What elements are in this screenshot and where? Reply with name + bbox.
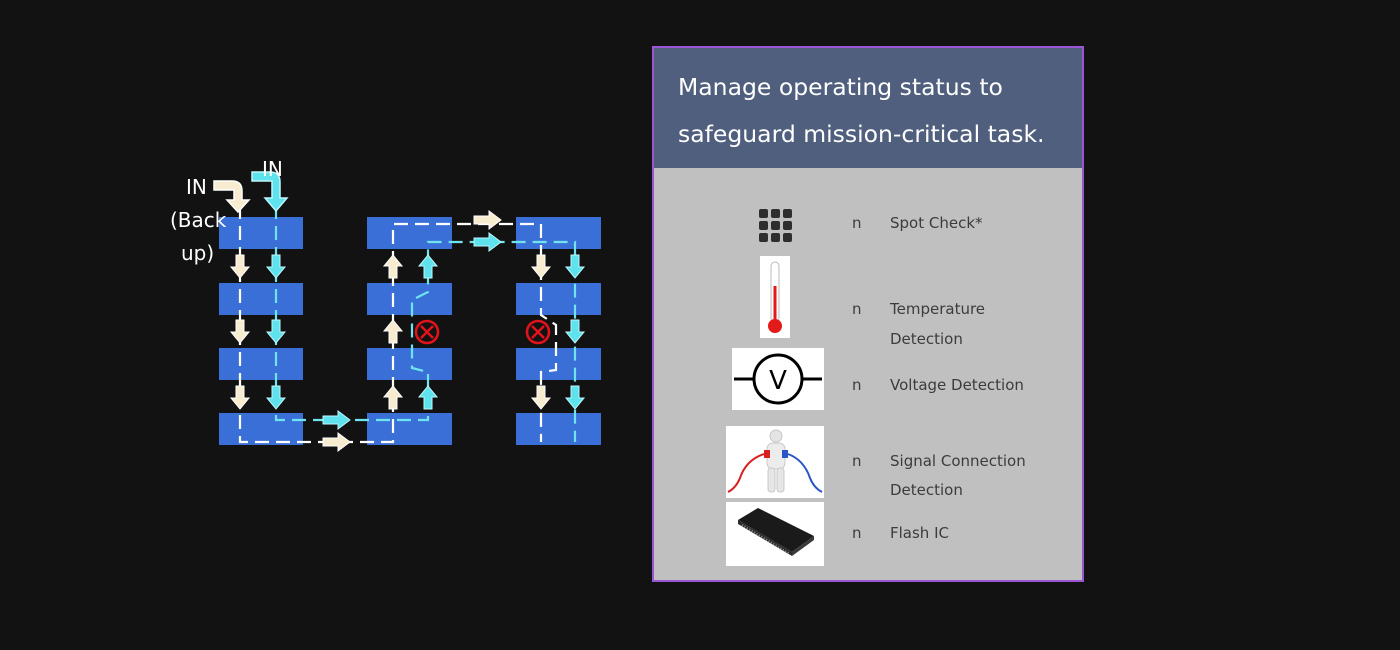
up-arrow (382, 254, 404, 279)
feature-item-spot-check: n Spot Check* (654, 208, 1082, 252)
module-block (516, 217, 601, 249)
feature-label: Voltage Detection (890, 376, 1024, 394)
up-arrow (382, 319, 404, 344)
down-arrow (564, 385, 586, 410)
feature-bullet: n (852, 300, 862, 318)
primary-input-arrow (251, 171, 289, 213)
up-arrow (417, 385, 439, 410)
feature-label: Detection (890, 330, 963, 348)
feature-item-temperature: n Temperature Detection (654, 256, 1082, 348)
down-arrow (229, 385, 251, 410)
down-arrow (564, 319, 586, 344)
feature-label: Flash IC (890, 524, 949, 542)
feature-item-signal-connection: n Signal Connection Detection (654, 426, 1082, 499)
right-arrow (473, 232, 502, 252)
module-block (219, 413, 303, 445)
down-arrow (530, 385, 552, 410)
panel-title-line: Manage operating status to (678, 73, 1003, 101)
feature-item-voltage: V n Voltage Detection (654, 348, 1082, 410)
panel-title-line: safeguard mission-critical task. (678, 120, 1045, 148)
down-arrow (265, 319, 287, 344)
down-arrow (265, 385, 287, 410)
down-arrow (265, 254, 287, 279)
module-block (516, 348, 601, 380)
module-block (219, 283, 303, 315)
right-arrow (322, 432, 351, 452)
module-block (367, 348, 452, 380)
feature-label: Detection (890, 481, 963, 499)
module-block (367, 217, 452, 249)
feature-bullet: n (852, 452, 862, 470)
down-arrow (530, 254, 552, 279)
module-blocks (219, 217, 601, 445)
feature-label: Spot Check* (890, 214, 983, 232)
right-arrow (473, 210, 502, 230)
module-block (219, 217, 303, 249)
panel-title: Manage operating status to safeguard mis… (678, 64, 1058, 158)
input-primary-label: IN (262, 157, 283, 181)
module-block (219, 348, 303, 380)
signal-connection-figure-icon (726, 426, 824, 498)
feature-panel: Manage operating status to safeguard mis… (652, 46, 1084, 582)
feature-bullet: n (852, 214, 862, 232)
down-arrow (229, 319, 251, 344)
module-block (516, 413, 601, 445)
panel-header: Manage operating status to safeguard mis… (654, 48, 1082, 168)
thermometer-icon (760, 256, 790, 338)
down-arrow (229, 254, 251, 279)
keypad-grid-icon (759, 209, 792, 242)
feature-item-flash-ic: n Flash IC (654, 502, 1082, 566)
feature-bullet: n (852, 376, 862, 394)
input-backup-label: (Back (170, 208, 227, 232)
backup-input-arrow (213, 180, 251, 214)
flash-ic-chip-icon (726, 502, 824, 566)
voltmeter-icon: V (732, 348, 824, 410)
right-arrow (322, 410, 351, 430)
svg-text:V: V (769, 366, 787, 396)
feature-label: Temperature (890, 300, 986, 318)
fault-marker-icon (414, 319, 440, 345)
input-backup-label: IN (186, 175, 207, 199)
fault-marker-icon (525, 319, 551, 345)
feature-label: Signal Connection (890, 452, 1026, 470)
up-arrow (382, 385, 404, 410)
redundancy-path-diagram: IN (Back up) IN (170, 157, 601, 452)
down-arrow (564, 254, 586, 279)
module-block (516, 283, 601, 315)
input-backup-label: up) (181, 241, 214, 265)
feature-bullet: n (852, 524, 862, 542)
module-block (367, 283, 452, 315)
module-block (367, 413, 452, 445)
up-arrow (417, 254, 439, 279)
